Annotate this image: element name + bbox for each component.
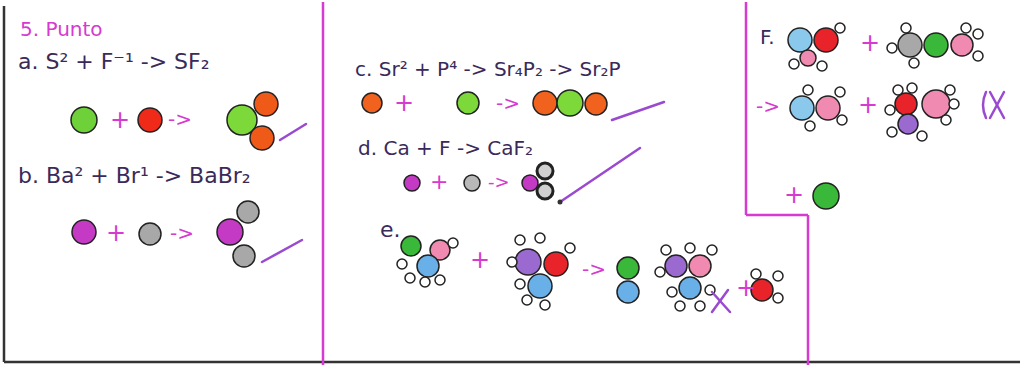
item-letter: F. (760, 26, 775, 48)
arrow-sign: -> (170, 222, 194, 244)
formula: c. Sr² + P⁴ -> Sr₄P₂ -> Sr₂P (355, 58, 621, 80)
plus-sign: + (106, 220, 126, 246)
item-letter: e. (380, 218, 401, 242)
plus-sign: + (860, 30, 880, 56)
plus-sign: + (736, 275, 756, 301)
marks (262, 92, 1004, 312)
arrow-sign: -> (488, 172, 510, 192)
plus-sign: + (430, 170, 448, 194)
plus-sign: + (858, 92, 878, 118)
plus-sign: + (110, 107, 130, 133)
formula: b. Ba² + Br¹ -> BaBr₂ (18, 164, 251, 188)
frame-lines (4, 2, 1020, 365)
arrow-sign: -> (582, 258, 606, 280)
plus-sign: + (784, 182, 804, 208)
formula: a. S² + F⁻¹ -> SF₂ (18, 50, 210, 74)
arrow-sign: -> (496, 92, 520, 114)
arrow-sign: -> (168, 108, 192, 130)
plus-sign: + (470, 247, 490, 273)
formula: d. Ca + F -> CaF₂ (358, 137, 533, 159)
plus-sign: + (394, 90, 414, 116)
arrow-sign: -> (756, 95, 780, 117)
section-title: 5. Punto (20, 18, 103, 40)
